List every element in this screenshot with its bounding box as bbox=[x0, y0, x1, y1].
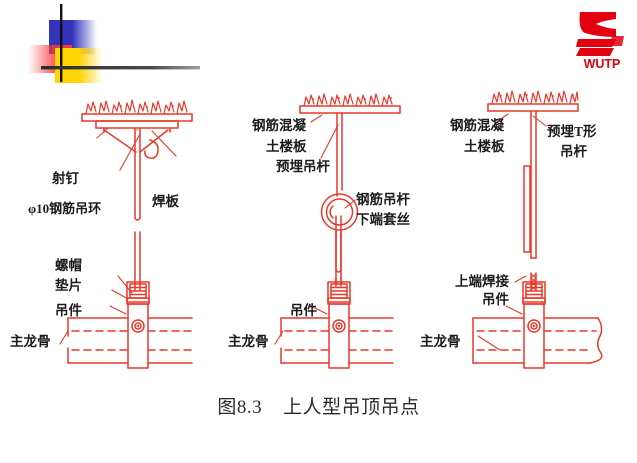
label-hanger-piece-mid: 吊件 bbox=[290, 302, 317, 318]
left-slab-hatching bbox=[85, 99, 188, 115]
label-rc-slab-right-1: 钢筋混凝 bbox=[450, 117, 504, 133]
label-rebar-rod-2: 下端套丝 bbox=[356, 211, 410, 227]
wutp-logo: WUTP bbox=[572, 6, 632, 72]
label-rebar-ring: φ10钢筋吊环 bbox=[28, 201, 101, 216]
left-hanger-rod-lower bbox=[134, 231, 141, 291]
left-slab bbox=[81, 99, 193, 122]
diagram-labels: 射钉 焊板 φ10钢筋吊环 螺帽 垫片 吊件 主龙骨 钢筋混凝 土楼板 预埋吊杆… bbox=[10, 117, 597, 349]
label-rc-slab-right-2: 土楼板 bbox=[464, 138, 505, 154]
middle-slab-hatching bbox=[303, 93, 393, 107]
right-t-rod bbox=[523, 110, 537, 259]
label-top-weld: 上端焊接 bbox=[455, 273, 509, 289]
label-washer: 垫片 bbox=[55, 277, 82, 293]
label-embedded-rod: 预埋吊杆 bbox=[276, 158, 330, 174]
detail-middle-drawing bbox=[280, 93, 401, 369]
right-break-line bbox=[589, 317, 603, 364]
deco-horizontal-bar bbox=[41, 66, 200, 70]
middle-straight-rod bbox=[335, 229, 342, 285]
label-shooting-nail: 射钉 bbox=[51, 170, 79, 186]
engineering-drawing: 射钉 焊板 φ10钢筋吊环 螺帽 垫片 吊件 主龙骨 钢筋混凝 土楼板 预埋吊杆… bbox=[0, 78, 637, 398]
label-hanger-piece-right: 吊件 bbox=[482, 291, 509, 307]
left-main-runner bbox=[67, 317, 193, 364]
logo-text: WUTP bbox=[584, 57, 621, 71]
middle-nut-washer bbox=[327, 283, 351, 303]
left-rebar-ring bbox=[103, 129, 169, 159]
middle-main-runner bbox=[280, 317, 394, 364]
right-slab bbox=[487, 90, 579, 112]
detail-left-drawing bbox=[67, 99, 193, 369]
right-slab-hatching bbox=[491, 90, 579, 105]
label-main-runner-left: 主龙骨 bbox=[10, 333, 51, 349]
left-nut-washer bbox=[126, 283, 150, 303]
label-t-rod-2: 吊杆 bbox=[560, 143, 588, 159]
label-t-rod-1: 预埋T形 bbox=[547, 124, 597, 139]
decorative-header-graphic bbox=[0, 0, 200, 95]
logo-mark bbox=[576, 12, 624, 56]
deco-vertical-bar bbox=[60, 4, 63, 82]
label-rc-slab-mid-1: 钢筋混凝 bbox=[252, 117, 306, 133]
figure-caption: 图8.3 上人型吊顶吊点 bbox=[217, 397, 420, 418]
deco-yellow-block bbox=[55, 48, 103, 83]
label-rc-slab-mid-2: 土楼板 bbox=[266, 138, 307, 154]
right-nut-washer bbox=[522, 283, 546, 303]
label-rebar-rod-1: 钢筋吊杆 bbox=[356, 191, 410, 207]
label-weld-plate: 焊板 bbox=[152, 193, 179, 209]
label-hanger-piece-left: 吊件 bbox=[55, 302, 82, 318]
label-main-runner-mid: 主龙骨 bbox=[228, 333, 269, 349]
middle-ring bbox=[320, 193, 359, 231]
middle-slab bbox=[299, 93, 401, 114]
middle-hanger-piece bbox=[327, 281, 351, 369]
label-main-runner-right: 主龙骨 bbox=[420, 333, 461, 349]
right-hanger-piece bbox=[522, 281, 546, 369]
label-nut: 螺帽 bbox=[55, 257, 82, 273]
leader-lines bbox=[59, 113, 547, 351]
left-hanger-piece bbox=[126, 281, 150, 369]
